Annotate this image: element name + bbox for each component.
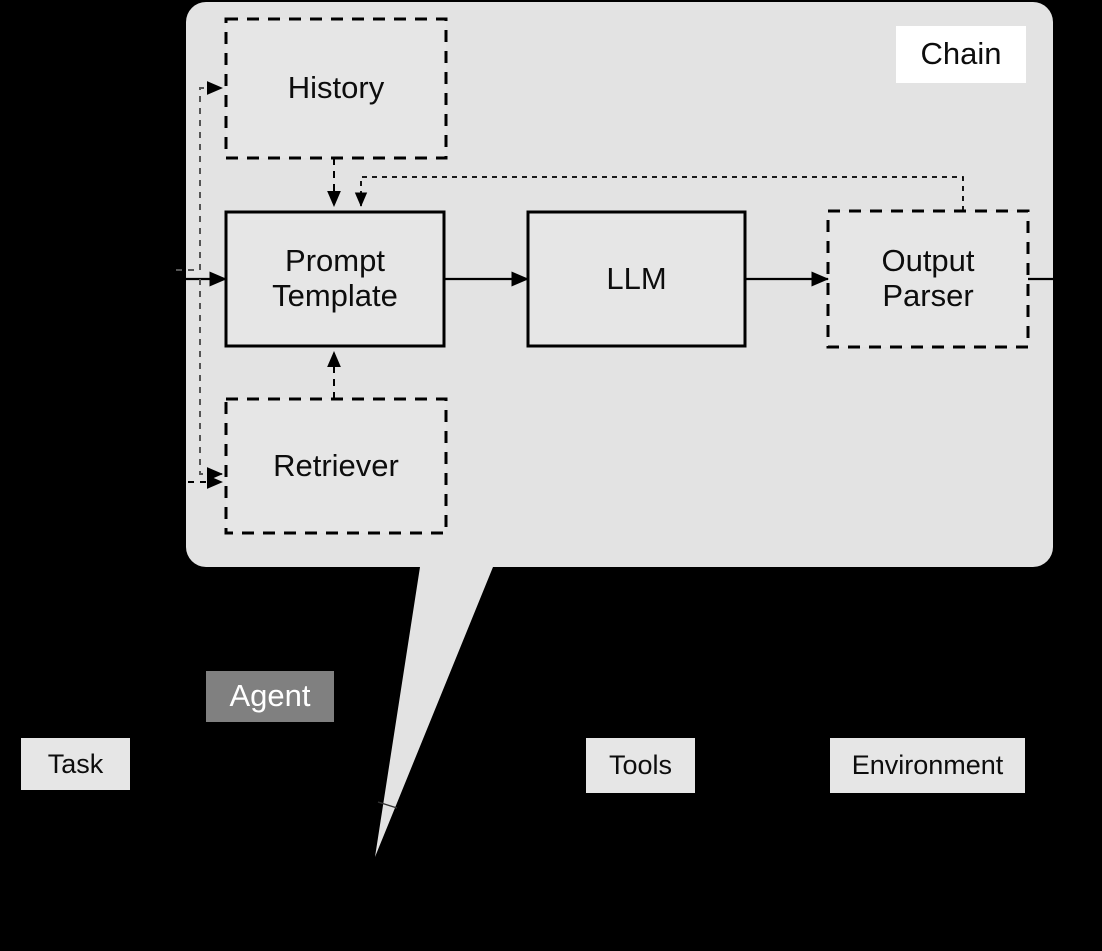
edge-spine-to-history	[176, 81, 223, 271]
prompt-template-box	[224, 210, 446, 348]
output-parser-box	[826, 209, 1030, 349]
edge-spine-to-retriever	[199, 279, 223, 481]
task-label: Task	[21, 738, 130, 790]
retriever-box	[224, 397, 448, 535]
edge-parser-feedback-to-prompt	[354, 176, 964, 211]
environment-label: Environment	[830, 738, 1025, 793]
prompt-template-label: Prompt Template	[272, 243, 398, 313]
retriever-label: Retriever	[273, 447, 399, 483]
history-box	[224, 17, 448, 160]
tools-label: Tools	[586, 738, 695, 793]
chain-label: Chain	[896, 26, 1026, 83]
history-label: History	[287, 70, 385, 106]
output-parser-label: Output Parser	[881, 243, 975, 313]
tail-seam	[377, 801, 398, 809]
agent-label: Agent	[206, 671, 334, 722]
llm-label: LLM	[606, 260, 667, 296]
